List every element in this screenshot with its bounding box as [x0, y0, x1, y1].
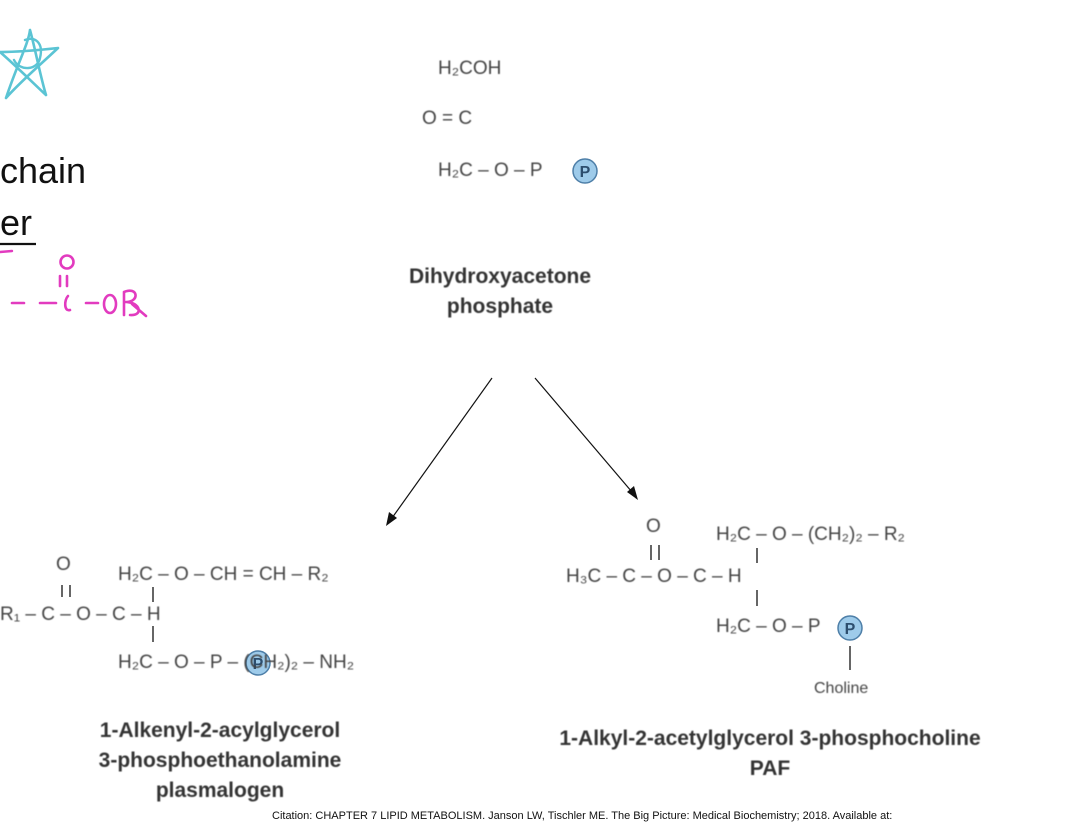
- plasmalogen-carbonyl: O: [56, 554, 71, 575]
- dhap-line1: H₂COH: [438, 58, 502, 79]
- paf-choline: Choline: [814, 680, 869, 697]
- plasmalogen-row2: R₁ – C – O – C – H: [0, 604, 161, 625]
- arrow-left: [386, 377, 493, 526]
- star-icon: [0, 28, 60, 100]
- citation-text: Citation: CHAPTER 7 LIPID METABOLISM. Ja…: [272, 810, 893, 822]
- plasmalogen-label-line1: 1-Alkenyl-2-acylglycerol: [99, 719, 341, 742]
- plasmalogen-bonds: [61, 585, 154, 642]
- plasmalogen-label: 1-Alkenyl-2-acylglycerol 3-phosphoethano…: [30, 716, 410, 806]
- paf-row3: H₂C – O – P: [716, 616, 821, 637]
- dhap-label: Dihydroxyacetone phosphate: [360, 262, 640, 322]
- paf-label-line2: PAF: [749, 757, 791, 780]
- paf-row1: H₂C – O – (CH₂)₂ – R₂: [716, 524, 905, 545]
- dhap-label-line1: Dihydroxyacetone: [408, 265, 592, 288]
- paf-bonds: [650, 545, 851, 670]
- dhap-label-line2: phosphate: [446, 295, 554, 318]
- paf-label: 1-Alkyl-2-acetylglycerol 3-phosphocholin…: [470, 724, 1070, 784]
- paf-carbonyl: O: [646, 516, 661, 537]
- arrow-right: [534, 377, 638, 500]
- plasmalogen-label-line2: 3-phosphoethanolamine: [98, 749, 342, 772]
- svg-text:P: P: [580, 164, 591, 181]
- chain-text: chain: [0, 150, 87, 191]
- dhap-line2: O = C: [422, 108, 473, 129]
- dhap-line3: H₂C – O – P: [438, 160, 543, 181]
- plasmalogen-row3: H₂C – O – P – (CH₂)₂ – NH₂: [118, 652, 355, 673]
- svg-text:P: P: [253, 656, 264, 673]
- paf-phosphate-icon: [837, 615, 863, 641]
- handwritten-formula: [10, 254, 148, 318]
- paf-label-line1: 1-Alkyl-2-acetylglycerol 3-phosphocholin…: [559, 727, 981, 750]
- dhap-phosphate-icon: [572, 158, 598, 184]
- paf-row2: H₃C – C – O – C – H: [566, 566, 742, 587]
- plasmalogen-label-line3: plasmalogen: [155, 779, 285, 802]
- svg-text:P: P: [845, 621, 856, 638]
- plasmalogen-row1: H₂C – O – CH = CH – R₂: [118, 564, 329, 585]
- plasmalogen-phosphate-icon: [245, 650, 271, 676]
- er-text: er: [0, 202, 33, 243]
- pink-underline: [0, 249, 14, 254]
